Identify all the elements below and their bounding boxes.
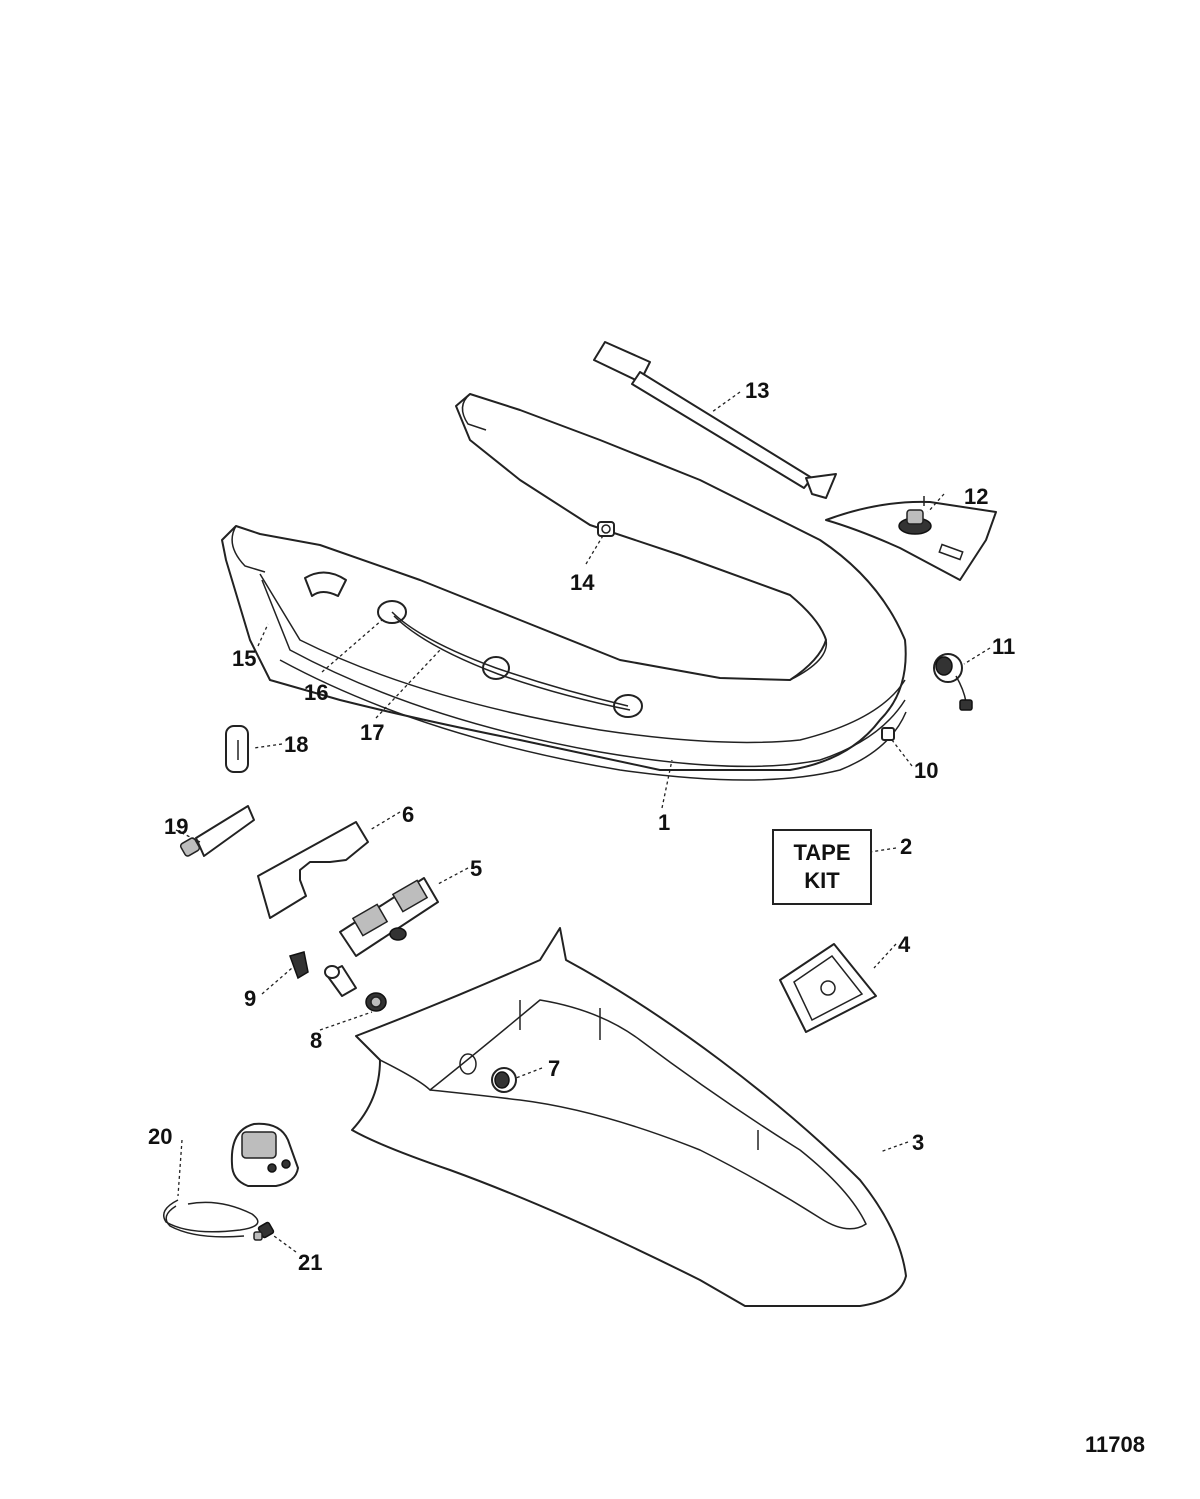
callout-1: 1	[658, 810, 670, 835]
callout-17: 17	[360, 720, 384, 745]
hull	[351, 927, 907, 1307]
adhesive-tube	[179, 805, 255, 857]
callout-5: 5	[470, 856, 482, 881]
oar	[593, 341, 837, 499]
callout-3: 3	[912, 1130, 924, 1155]
tape-kit-line2: KIT	[804, 868, 840, 893]
callout-18: 18	[284, 732, 308, 757]
callout-14: 14	[570, 570, 595, 595]
rub-strake-handle	[304, 571, 347, 597]
inflatable-tube	[221, 393, 907, 781]
callout-21: 21	[298, 1250, 322, 1275]
callout-19: 19	[164, 814, 188, 839]
callout-7: 7	[548, 1056, 560, 1081]
callout-2: 2	[900, 834, 912, 859]
callout-8: 8	[310, 1028, 322, 1053]
callout-6: 6	[402, 802, 414, 827]
callout-4: 4	[898, 932, 911, 957]
callout-13: 13	[745, 378, 769, 403]
transom-plate	[339, 877, 439, 957]
callout-10: 10	[914, 758, 938, 783]
inspection-plate	[779, 943, 877, 1033]
drain-plug	[491, 1067, 517, 1093]
callout-15: 15	[232, 646, 256, 671]
callout-16: 16	[304, 680, 328, 705]
callout-20: 20	[148, 1124, 172, 1149]
lifeline	[377, 600, 643, 718]
callout-12: 12	[964, 484, 988, 509]
transom-gasket	[257, 821, 369, 919]
tape-kit-box: TAPE KIT	[772, 829, 872, 905]
callout-9: 9	[244, 986, 256, 1011]
leader-lines	[175, 391, 991, 1253]
drain-valve	[324, 965, 387, 1012]
callout-numbers: 13 12 14 11 15 16 17 18 10 19 6 1 2 5 4 …	[148, 378, 1015, 1275]
pump-adapter	[253, 1221, 275, 1241]
valve-clip	[289, 951, 309, 980]
callout-11: 11	[992, 634, 1015, 659]
repair-tube	[225, 725, 249, 773]
oar-lock-patch	[825, 496, 997, 581]
bow-fitting	[881, 727, 895, 741]
foot-pump	[163, 1122, 299, 1238]
d-ring	[597, 521, 615, 537]
figure-id: 11708	[1085, 1432, 1145, 1457]
tape-kit-line1: TAPE	[793, 840, 851, 865]
inflation-valve	[933, 653, 973, 711]
